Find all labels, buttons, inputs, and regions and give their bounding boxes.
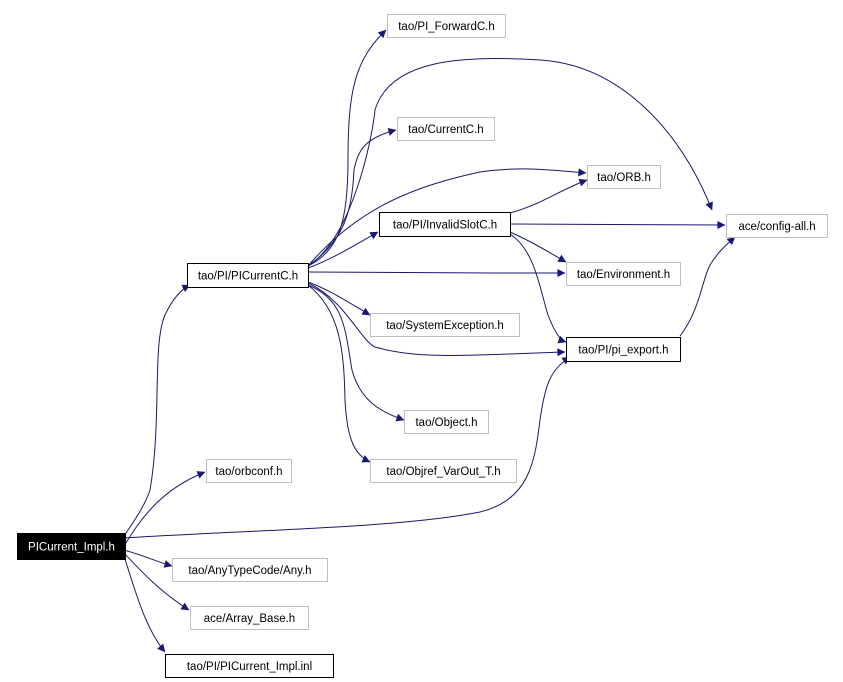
node-config-all[interactable]: ace/config-all.h bbox=[726, 214, 828, 238]
edge-root-to-orbconf bbox=[123, 471, 206, 547]
edge-root-to-array_base bbox=[123, 552, 190, 611]
edge-root-to-pi_export bbox=[123, 356, 571, 539]
node-box bbox=[379, 212, 511, 237]
node-systemexception[interactable]: tao/SystemException.h bbox=[370, 313, 520, 337]
node-objref-varout[interactable]: tao/Objref_VarOut_T.h bbox=[370, 459, 517, 483]
node-orb[interactable]: tao/ORB.h bbox=[587, 165, 661, 189]
node-label: tao/AnyTypeCode/Any.h bbox=[188, 565, 311, 577]
edge-picurrentc-to-systemexception bbox=[307, 281, 371, 316]
node-box bbox=[165, 654, 334, 678]
node-array-base[interactable]: ace/Array_Base.h bbox=[190, 606, 309, 630]
node-label: tao/SystemException.h bbox=[386, 320, 504, 332]
node-box bbox=[187, 263, 309, 288]
node-box bbox=[370, 459, 517, 483]
node-box bbox=[587, 165, 661, 189]
nodes-layer: PICurrent_Impl.h tao/PI/PICurrentC.h tao/P… bbox=[17, 14, 828, 678]
node-currentc[interactable]: tao/CurrentC.h bbox=[397, 117, 495, 141]
edges-layer bbox=[123, 29, 736, 653]
edge-picurrentc-to-pi_forwardc bbox=[307, 29, 387, 267]
edge-invalidslotc-to-orb bbox=[509, 178, 588, 214]
node-orbconf[interactable]: tao/orbconf.h bbox=[206, 459, 292, 483]
edge-root-to-picurrent_impl_inl bbox=[123, 555, 166, 653]
node-label: tao/Object.h bbox=[415, 417, 477, 429]
node-label: tao/Objref_VarOut_T.h bbox=[386, 466, 500, 478]
node-box bbox=[17, 533, 126, 560]
node-box bbox=[387, 14, 506, 38]
node-root[interactable]: PICurrent_Impl.h bbox=[17, 533, 126, 560]
edge-picurrentc-to-environment bbox=[307, 268, 566, 277]
node-label: ace/Array_Base.h bbox=[204, 613, 295, 625]
node-label: ace/config-all.h bbox=[738, 221, 815, 233]
node-box bbox=[206, 459, 292, 483]
node-box bbox=[190, 606, 309, 630]
node-label: tao/PI/PICurrent_Impl.inl bbox=[187, 661, 312, 673]
node-box bbox=[566, 262, 681, 286]
node-box bbox=[566, 337, 681, 362]
node-label: PICurrent_Impl.h bbox=[28, 542, 115, 554]
node-picurrentc[interactable]: tao/PI/PICurrentC.h bbox=[187, 263, 309, 288]
node-label: tao/PI/InvalidSlotC.h bbox=[393, 220, 497, 232]
node-any[interactable]: tao/AnyTypeCode/Any.h bbox=[172, 558, 328, 582]
node-picurrent-impl-inl[interactable]: tao/PI/PICurrent_Impl.inl bbox=[165, 654, 334, 678]
edge-invalidslotc-to-pi_export bbox=[509, 233, 567, 344]
edge-picurrentc-to-pi_export bbox=[307, 282, 566, 357]
node-invalidslotc[interactable]: tao/PI/InvalidSlotC.h bbox=[379, 212, 511, 237]
node-environment[interactable]: tao/Environment.h bbox=[566, 262, 681, 286]
edge-picurrentc-to-objref_varout bbox=[307, 284, 371, 463]
node-box bbox=[172, 558, 328, 582]
edge-invalidslotc-to-config_all bbox=[509, 220, 726, 229]
edge-picurrentc-to-config_all bbox=[307, 57, 713, 267]
node-pi-export[interactable]: tao/PI/pi_export.h bbox=[566, 337, 681, 362]
node-label: tao/orbconf.h bbox=[215, 466, 282, 478]
node-label: tao/CurrentC.h bbox=[408, 124, 483, 136]
node-label: tao/Environment.h bbox=[577, 269, 670, 281]
edge-picurrentc-to-invalidslotc bbox=[307, 231, 379, 269]
edge-picurrentc-to-object bbox=[307, 284, 405, 422]
node-label: tao/PI/pi_export.h bbox=[578, 345, 668, 357]
node-box bbox=[726, 214, 828, 238]
edge-pi_export-to-config_all bbox=[679, 236, 736, 337]
edge-picurrentc-to-orb bbox=[307, 168, 587, 267]
node-box bbox=[370, 313, 520, 337]
node-box bbox=[397, 117, 495, 141]
node-label: tao/ORB.h bbox=[597, 172, 651, 184]
node-label: tao/PI/PICurrentC.h bbox=[198, 271, 298, 283]
edge-invalidslotc-to-environment bbox=[509, 231, 567, 263]
node-object[interactable]: tao/Object.h bbox=[404, 410, 489, 434]
node-box bbox=[404, 410, 489, 434]
edge-picurrentc-to-currentc bbox=[307, 128, 397, 267]
edge-root-to-picurrentc bbox=[123, 284, 191, 537]
node-label: tao/PI_ForwardC.h bbox=[398, 21, 495, 33]
node-pi-forwardc[interactable]: tao/PI_ForwardC.h bbox=[387, 14, 506, 38]
edge-root-to-any bbox=[123, 549, 173, 568]
